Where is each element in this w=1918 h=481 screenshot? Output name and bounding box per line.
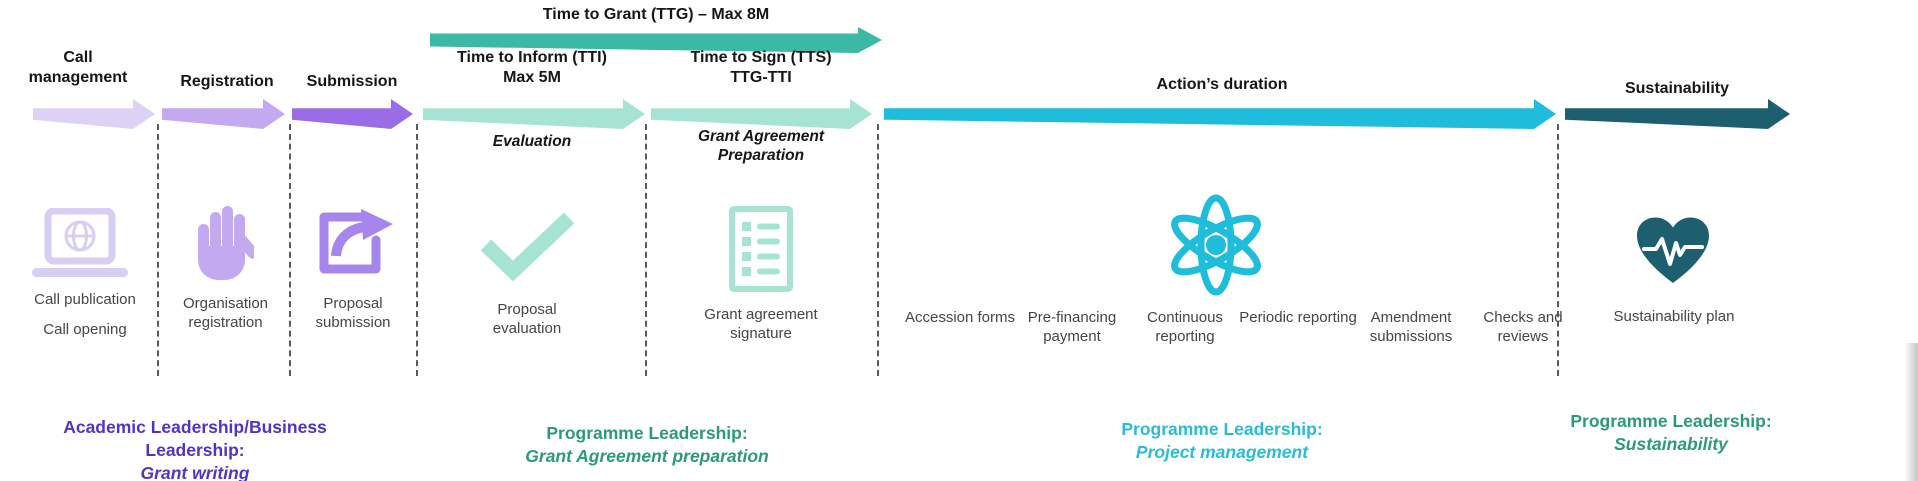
leadership-academic-business: Academic Leadership/Business Leadership:…: [15, 416, 375, 481]
caption-continuous-reporting: Continuous reporting: [1147, 309, 1223, 345]
separator-3: [416, 124, 418, 376]
header-time-to-sign: Time to Sign (TTS) TTG-TTI: [662, 48, 860, 87]
caption-call-publication: Call publication: [34, 291, 136, 308]
leadership-activity: Project management: [1135, 441, 1309, 462]
caption-organisation-registration: Organisation registration: [182, 295, 269, 331]
share-icon: [315, 204, 393, 278]
separator-2: [289, 124, 291, 376]
gap-line1: Grant Agreement: [697, 128, 825, 145]
checklist-icon: [729, 206, 793, 292]
arrow-sustainability: [1565, 99, 1790, 129]
page-edge-shadow: [1904, 343, 1918, 481]
leadership-programme-project: Programme Leadership: Project management: [1042, 418, 1402, 464]
heart-pulse-icon: [1635, 216, 1711, 286]
caption-proposal-evaluation: Proposal evaluation: [492, 301, 562, 337]
leadership-programme-sustainability: Programme Leadership: Sustainability: [1491, 410, 1851, 456]
leadership-role: Programme Leadership:: [1121, 419, 1323, 439]
caption-periodic-reporting: Periodic reporting: [1239, 309, 1357, 326]
caption-proposal-submission: Proposal submission: [315, 295, 391, 331]
atom-icon: [1170, 192, 1262, 298]
separator-5: [877, 124, 879, 376]
caption-call-management: Call publication Call opening: [25, 291, 145, 340]
caption-call-opening: Call opening: [43, 320, 127, 338]
header-time-to-inform: Time to Inform (TTI) Max 5M: [433, 48, 631, 87]
caption-sustainability-plan: Sustainability plan: [1613, 308, 1735, 325]
gap-line2: Preparation: [717, 147, 805, 165]
leadership-activity: Grant Agreement preparation: [525, 445, 769, 466]
phase-name-evaluation: Evaluation: [492, 133, 572, 150]
header-action-duration: Action’s duration: [1156, 76, 1288, 93]
tts-line2: TTG-TTI: [730, 68, 792, 86]
header-sustainability: Sustainability: [1624, 80, 1730, 97]
raised-hand-icon: [198, 202, 259, 282]
leadership-role: Programme Leadership:: [546, 423, 748, 443]
separator-1: [157, 124, 159, 376]
leadership-activity: Sustainability: [1614, 433, 1728, 454]
tti-line2: Max 5M: [503, 68, 561, 86]
arrow-time-to-sign: [651, 99, 872, 129]
leadership-programme-gap: Programme Leadership: Grant Agreement pr…: [467, 422, 827, 468]
leadership-activity: Grant writing: [140, 462, 250, 481]
checkmark-icon: [479, 212, 575, 282]
arrow-time-to-inform: [423, 99, 645, 129]
header-submission: Submission: [306, 73, 398, 90]
caption-pre-financing-payment: Pre-financing payment: [1027, 309, 1117, 345]
caption-grant-agreement-signature: Grant agreement signature: [704, 306, 818, 342]
caption-checks-and-reviews: Checks and reviews: [1483, 309, 1563, 345]
arrow-submission: [292, 99, 413, 129]
arrow-registration: [162, 99, 285, 129]
separator-6: [1557, 124, 1559, 376]
ttg-label: Time to Grant (TTG) – Max 8M: [542, 6, 770, 23]
leadership-role: Programme Leadership:: [1570, 411, 1772, 431]
phase-name-grant-agreement-preparation: Grant Agreement Preparation: [662, 127, 860, 166]
header-call-management: Call management: [28, 49, 128, 86]
header-registration: Registration: [180, 73, 274, 90]
tts-line1: Time to Sign (TTS): [690, 49, 832, 66]
arrow-call-management: [33, 99, 155, 129]
laptop-globe-icon: [32, 207, 128, 278]
arrow-action-duration: [884, 99, 1556, 129]
tti-line1: Time to Inform (TTI): [457, 49, 607, 66]
caption-amendment-submissions: Amendment submissions: [1369, 309, 1453, 345]
caption-accession-forms: Accession forms: [904, 309, 1016, 326]
leadership-role: Academic Leadership/Business Leadership:: [63, 417, 327, 460]
separator-4: [645, 124, 647, 376]
